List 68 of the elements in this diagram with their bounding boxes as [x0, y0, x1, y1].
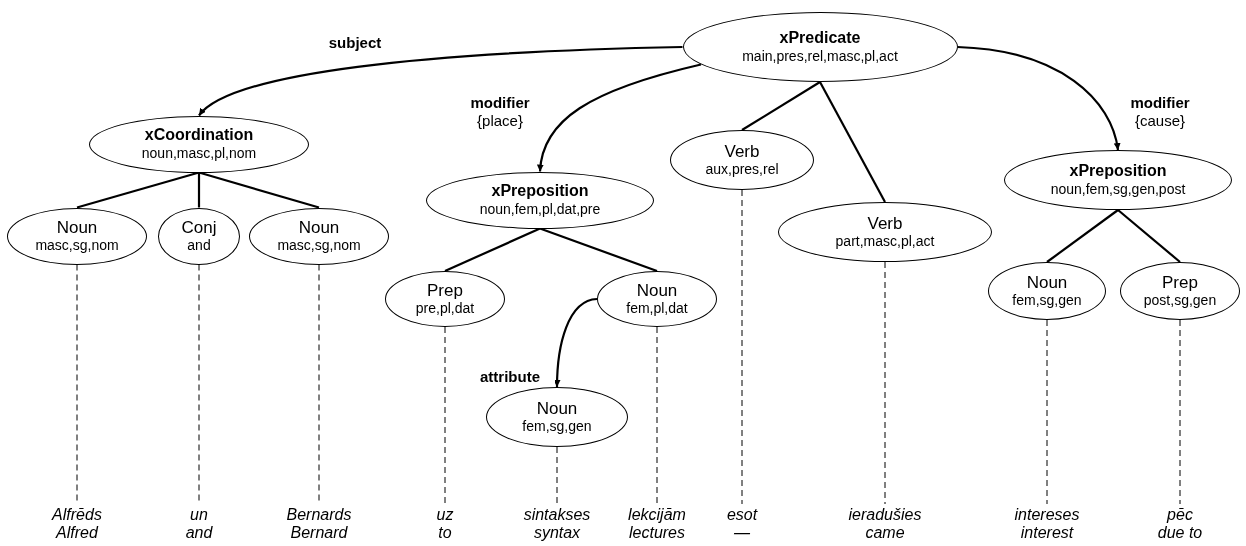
category-label: Noun [298, 217, 340, 238]
category-label: Prep [1162, 272, 1198, 293]
tree-line [741, 81, 821, 131]
word-text: Alfrēds [52, 506, 102, 524]
category-label: Noun [536, 398, 578, 419]
dashed-line [444, 326, 446, 505]
word-text: sintakses [523, 506, 591, 524]
gloss-text: Alfred [56, 524, 98, 542]
tree-line [76, 171, 200, 209]
category-label: Prep [427, 280, 463, 301]
gloss-text: and [185, 524, 213, 542]
feature-label: pre,pl,dat [415, 300, 475, 318]
dashed-line [741, 189, 743, 505]
category-label: xPreposition [1069, 162, 1167, 181]
arrow [537, 63, 702, 172]
category-label: Verb [867, 213, 903, 234]
word-text: uz [436, 506, 454, 524]
tree-line [444, 227, 541, 272]
category-label: Verb [724, 141, 760, 162]
dashed-line [1179, 319, 1181, 505]
word-text: pēc [1167, 506, 1193, 524]
tree-line [1046, 209, 1119, 263]
word-text: un [190, 506, 208, 524]
feature-label: fem,sg,gen [1012, 292, 1082, 310]
arrow [553, 297, 598, 388]
tree-line [198, 171, 320, 209]
feature-label: noun,fem,pl,dat,pre [479, 200, 601, 218]
gloss-text: lectures [629, 524, 685, 542]
feature-label: fem,sg,gen [522, 418, 592, 436]
gloss-text: syntax [533, 524, 581, 542]
dashed-line [656, 326, 658, 505]
feature-label: masc,sg,nom [277, 237, 361, 255]
gloss-text: came [865, 524, 905, 542]
gloss-text: due to [1157, 524, 1203, 542]
category-label: Noun [1026, 272, 1068, 293]
feature-label: and [187, 237, 211, 255]
word-text: Bernards [286, 506, 352, 524]
category-label: xPredicate [779, 29, 861, 48]
category-label: Noun [56, 217, 98, 238]
category-label: Noun [636, 280, 678, 301]
category-label: xPreposition [491, 182, 589, 201]
category-label: Conj [181, 217, 217, 238]
feature-label: noun,fem,sg,gen,post [1050, 180, 1186, 198]
feature-label: aux,pres,rel [705, 161, 779, 179]
tree-line [819, 81, 886, 203]
dashed-line [884, 261, 886, 505]
tree-line [1117, 209, 1181, 263]
arrow [198, 45, 683, 117]
gloss-text: interest [1020, 524, 1074, 542]
word-text: ieradušies [848, 506, 922, 524]
feature-label: fem,pl,dat [626, 300, 688, 318]
word-text: esot [726, 506, 758, 524]
category-label: xCoordination [144, 126, 254, 145]
word-text: lekcijām [628, 506, 686, 524]
feature-label: noun,masc,pl,nom [141, 144, 257, 162]
gloss-text: Bernard [290, 524, 348, 542]
tree-line [197, 172, 201, 208]
feature-label: main,pres,rel,masc,pl,act [742, 47, 898, 65]
feature-label: masc,sg,nom [35, 237, 119, 255]
gloss-text: — [734, 524, 750, 542]
feature-label: post,sg,gen [1143, 292, 1217, 310]
gloss-text: to [438, 524, 452, 542]
arrow [957, 45, 1121, 151]
dashed-line [1046, 319, 1048, 505]
word-text: intereses [1014, 506, 1080, 524]
feature-label: part,masc,pl,act [835, 233, 935, 251]
dashed-line [556, 446, 558, 505]
tree-line [539, 227, 658, 273]
